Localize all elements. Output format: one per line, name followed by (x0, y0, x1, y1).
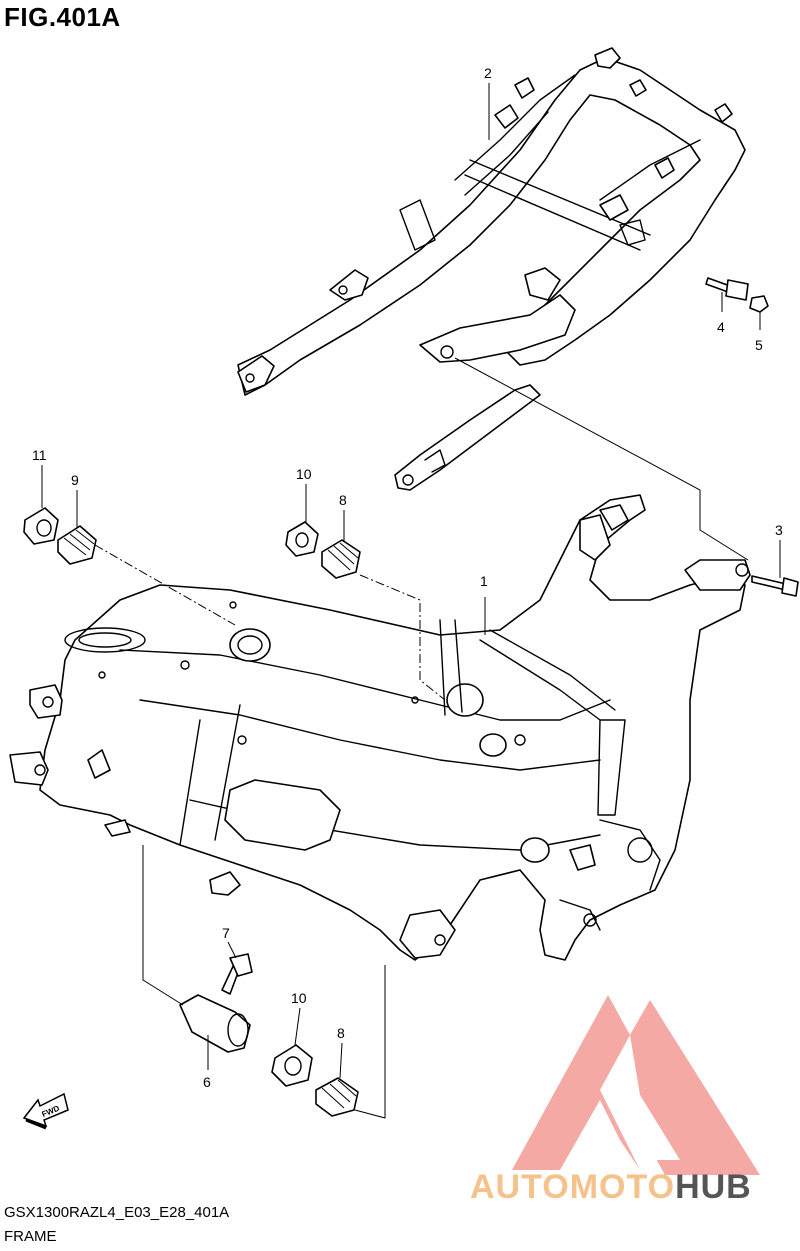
callout-10-upper: 10 (296, 466, 312, 482)
spring-part-8-lower[interactable] (315, 1077, 359, 1117)
figure-caption: FRAME (4, 1228, 57, 1245)
bolt-part-3[interactable] (751, 575, 799, 597)
callout-6: 6 (203, 1074, 211, 1090)
triangle-a-logo (512, 995, 760, 1175)
callout-7: 7 (222, 925, 230, 941)
collar-part-11[interactable] (23, 507, 59, 545)
cap-part-5[interactable] (749, 295, 769, 313)
fwd-arrow-icon: FWD (22, 1092, 69, 1130)
main-frame[interactable] (9, 494, 751, 961)
callout-8-upper: 8 (339, 492, 347, 508)
collar-part-10-upper[interactable] (285, 521, 319, 557)
watermark-brand-part2: HUB (675, 1168, 752, 1206)
callout-2: 2 (484, 65, 492, 81)
bolt-part-7[interactable] (221, 953, 253, 995)
callout-3: 3 (775, 522, 783, 538)
callout-1: 1 (480, 573, 488, 589)
watermark-brand-part1: AUTOMOTO (470, 1168, 676, 1206)
spring-part-9[interactable] (57, 525, 97, 565)
figure-title: FIG.401A (4, 2, 121, 32)
rear-subframe[interactable] (237, 47, 746, 491)
callout-5: 5 (755, 337, 763, 353)
callout-labels: 1 2 3 4 5 6 7 8 9 10 10 8 11 (32, 65, 783, 1090)
callout-8-lower: 8 (337, 1025, 345, 1041)
callout-10-lower: 10 (291, 990, 307, 1006)
collar-part-10-lower[interactable] (271, 1044, 313, 1087)
spring-part-8-upper[interactable] (321, 539, 361, 579)
watermark-brand: AUTOMOTOHUB (470, 1168, 752, 1207)
sleeve-part-6[interactable] (179, 994, 251, 1053)
callout-11: 11 (32, 447, 47, 463)
callout-4: 4 (717, 319, 725, 335)
callout-9: 9 (71, 472, 79, 488)
figure-code: GSX1300RAZL4_E03_E28_401A (4, 1204, 230, 1221)
bolt-part-4[interactable] (705, 277, 749, 301)
assembly-lines (41, 83, 781, 1119)
